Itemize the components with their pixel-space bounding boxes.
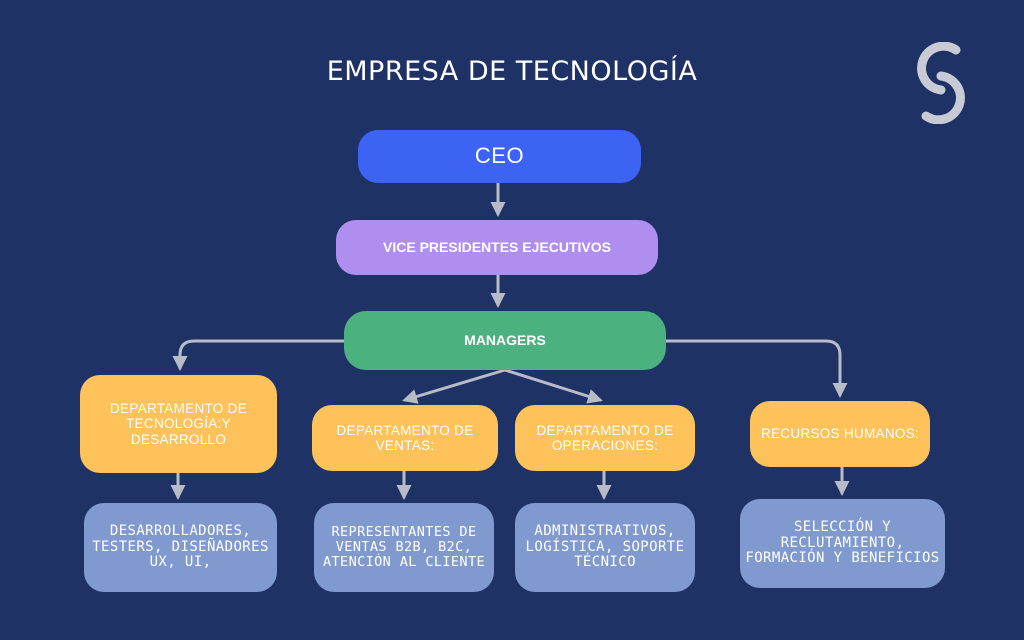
edge-managers-ops [503,368,603,404]
edge-managers-hr [664,339,848,398]
interlocking-s-logo-icon [917,42,965,124]
edge-managers-sales [402,368,507,404]
department-technology-node: DEPARTAMENTO DE TECNOLOGÍA:Y DESARROLLO [80,375,277,473]
ceo-node: CEO [358,130,641,183]
department-sales-node: DEPARTAMENTO DE VENTAS: [312,405,498,471]
vice-presidents-node: VICE PRESIDENTES EJECUTIVOS [336,220,658,275]
diagram-title: EMPRESA DE TECNOLOGÍA [326,56,698,87]
edge-managers-tech [172,339,346,371]
managers-node: MANAGERS [344,311,666,370]
sales-roles-node: REPRESENTANTES DE VENTAS B2B, B2C, ATENC… [314,503,494,592]
department-hr-node: RECURSOS HUMANOS: [750,401,930,467]
operations-roles-node: ADMINISTRATIVOS, LOGÍSTICA, SOPORTE TÉCN… [515,503,695,592]
department-operations-node: DEPARTAMENTO DE OPERACIONES: [515,405,695,471]
technology-roles-node: DESARROLLADORES, TESTERS, DISEÑADORES UX… [84,503,277,592]
hr-roles-node: SELECCIÓN Y RECLUTAMIENTO, FORMACIÓN Y B… [740,499,945,588]
